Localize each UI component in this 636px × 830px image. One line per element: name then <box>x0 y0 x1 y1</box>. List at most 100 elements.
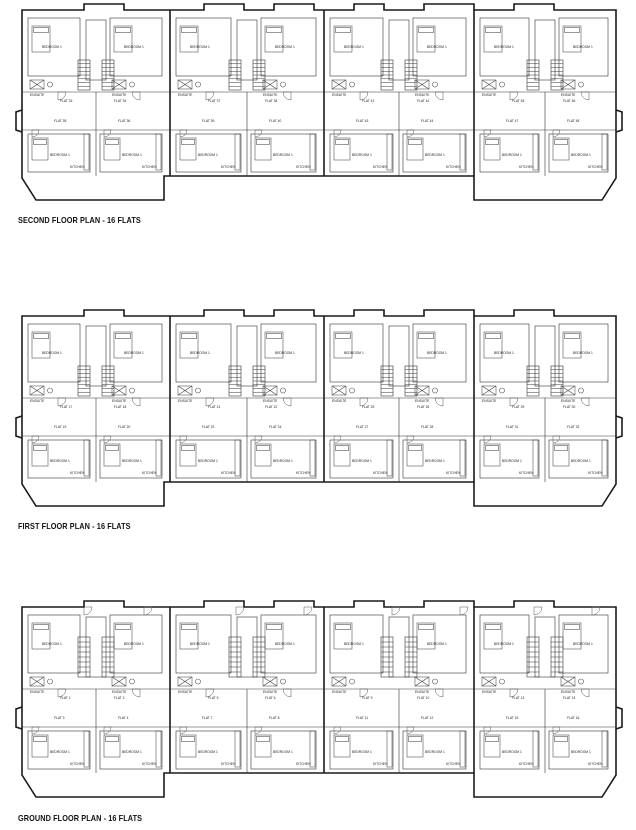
bedroom-label: BEDROOM 1 <box>50 459 70 463</box>
door-swing <box>434 397 444 407</box>
ensuite-fixtures <box>177 79 201 90</box>
door-swing <box>103 435 112 444</box>
kitchen-label: KITCHEN <box>588 762 603 766</box>
bedroom-lower <box>99 133 163 173</box>
bedroom-label: BEDROOM 1 <box>344 45 364 49</box>
door-swing <box>552 726 561 735</box>
wc-bowl <box>195 81 201 88</box>
bed-outline <box>113 331 133 359</box>
kitchen-label: KITCHEN <box>296 471 311 475</box>
bedroom-label: BEDROOM 1 <box>42 45 62 49</box>
bed <box>562 25 582 53</box>
bedroom-label: BEDROOM 1 <box>124 642 144 646</box>
flat-label: FLAT 21 <box>208 405 221 409</box>
door-swing <box>483 435 492 444</box>
flat-label: FLAT 33 <box>60 99 73 103</box>
bedroom-upper <box>175 323 232 383</box>
bed-pillow <box>115 624 131 630</box>
bed <box>483 25 503 53</box>
kitchen-counter <box>532 133 539 171</box>
door-swing <box>552 435 561 444</box>
bed <box>179 25 199 53</box>
ensuite-label: ENSUITE <box>178 93 193 97</box>
bedroom-lower <box>402 133 467 173</box>
bed-pillow <box>115 333 131 339</box>
second-floor-title: SECOND FLOOR PLAN - 16 FLATS <box>18 215 141 225</box>
bed <box>333 137 351 161</box>
bed-pillow <box>408 445 422 451</box>
kitchen-counter <box>386 439 393 477</box>
bed <box>31 331 51 359</box>
door-swing <box>359 688 369 698</box>
bed-pillow <box>335 333 351 339</box>
bed <box>333 622 353 650</box>
shower-tray <box>262 79 278 90</box>
bedroom-lower <box>548 133 609 173</box>
bed-outline <box>483 622 503 650</box>
stair <box>526 365 540 397</box>
kitchen-counter <box>83 439 90 477</box>
bed-pillow <box>485 624 501 630</box>
kitchen-label: KITCHEN <box>221 165 236 169</box>
ground-floor-drawing: BEDROOM 1 ENSUITE BEDROOM 1 ENSUITE BEDROOM … <box>15 600 623 798</box>
bedroom-upper <box>175 614 232 674</box>
bedroom-lower <box>479 730 540 770</box>
bed <box>264 331 284 359</box>
ensuite-label: ENSUITE <box>30 399 45 403</box>
bedroom-label: BEDROOM 1 <box>425 153 445 157</box>
bed <box>552 443 570 467</box>
bed-pillow <box>33 333 49 339</box>
bed-pillow <box>418 333 434 339</box>
kitchen-counter <box>309 133 316 171</box>
kitchen-counter <box>459 730 466 768</box>
bedroom-label: BEDROOM 1 <box>502 459 522 463</box>
kitchen-counter <box>83 730 90 768</box>
door-swing <box>205 91 215 101</box>
flat-label: FLAT 36 <box>118 119 131 123</box>
bedroom-label: BEDROOM 1 <box>50 153 70 157</box>
bed-outline <box>179 137 197 161</box>
core-corridor <box>236 325 258 387</box>
shower-tray <box>560 385 576 396</box>
bed-outline <box>333 443 351 467</box>
ensuite-fixtures <box>177 676 201 687</box>
core-corridor <box>534 325 556 387</box>
bed-pillow <box>33 624 49 630</box>
flat-label: FLAT 37 <box>208 99 221 103</box>
ensuite-label: ENSUITE <box>112 93 127 97</box>
bedroom-lower <box>548 439 609 479</box>
ensuite-label: ENSUITE <box>112 690 127 694</box>
bedroom-lower <box>250 730 317 770</box>
bedroom-label: BEDROOM 1 <box>198 750 218 754</box>
bedroom-label: BEDROOM 1 <box>573 642 593 646</box>
door-swing <box>552 129 561 138</box>
bedroom-label: BEDROOM 1 <box>190 351 210 355</box>
core-corridor <box>534 19 556 81</box>
ensuite-label: ENSUITE <box>482 690 497 694</box>
bed <box>179 331 199 359</box>
bed <box>31 734 49 758</box>
bed-pillow <box>256 139 270 145</box>
stair <box>252 59 266 91</box>
ground-floor-title: GROUND FLOOR PLAN - 16 FLATS <box>18 813 143 823</box>
bedroom-lower <box>27 730 91 770</box>
bedroom-lower <box>27 133 91 173</box>
bedroom-lower <box>175 133 242 173</box>
bedroom-label: BEDROOM 1 <box>494 45 514 49</box>
flat-label: FLAT 23 <box>202 425 215 429</box>
bed-outline <box>264 25 284 53</box>
shower-cross <box>29 385 45 396</box>
ensuite-fixtures <box>29 385 53 396</box>
bedroom-label: BEDROOM 1 <box>344 642 364 646</box>
entrance-door <box>391 606 401 616</box>
bedroom-label: BEDROOM 1 <box>344 351 364 355</box>
bedroom-upper <box>260 323 317 383</box>
ensuite-fixtures <box>481 79 505 90</box>
bed-outline <box>406 443 424 467</box>
bed <box>254 734 272 758</box>
kitchen-counter <box>601 439 608 477</box>
bed-pillow <box>418 27 434 33</box>
wc-bowl <box>195 678 201 685</box>
